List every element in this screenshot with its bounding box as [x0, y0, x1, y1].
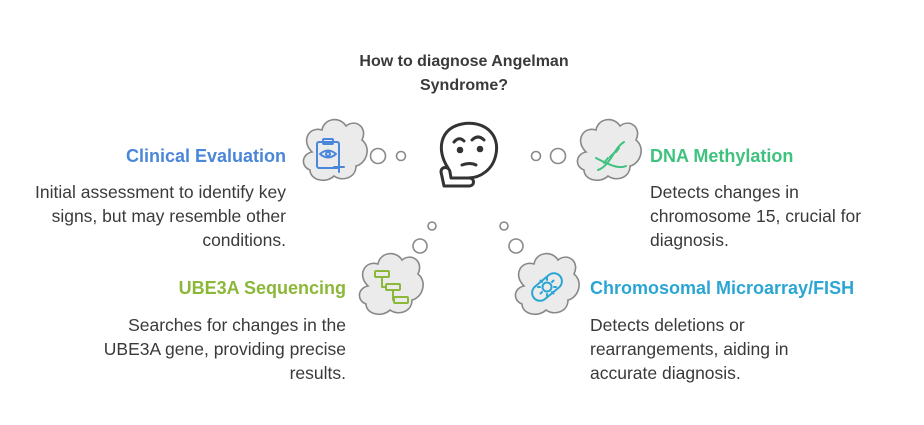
description-chromosomal-microarray-fish: Detects deletions or rearrangements, aid… — [590, 315, 789, 383]
thinking-face-icon — [439, 121, 499, 188]
heading-clinical-evaluation: Clinical Evaluation — [125, 146, 286, 166]
cloud-ube3a — [358, 252, 424, 316]
thought-dot — [427, 221, 437, 231]
cloud-dna — [576, 118, 642, 182]
cloud-clinical — [302, 118, 368, 182]
thought-dot — [549, 147, 567, 165]
flowchart-icon — [374, 270, 409, 304]
heading-dna-methylation: DNA Methylation — [650, 146, 794, 166]
heading-ube3a-sequencing: UBE3A Sequencing — [178, 278, 346, 298]
thought-dot — [530, 150, 542, 162]
description-dna-methylation: Detects changes in chromosome 15, crucia… — [650, 182, 862, 250]
thought-dot — [508, 238, 524, 254]
thought-dot — [499, 221, 509, 231]
description-clinical-evaluation: Initial assessment to identify key signs… — [35, 182, 286, 250]
clipboard-eye-icon — [316, 138, 345, 173]
thought-dot — [369, 147, 387, 165]
diagram-title: How to diagnose Angelman Syndrome? — [359, 53, 569, 94]
thought-dot — [395, 150, 407, 162]
heading-chromosomal-microarray-fish: Chromosomal Microarray/FISH — [590, 278, 855, 298]
description-ube3a-sequencing: Searches for changes in the UBE3A gene, … — [103, 315, 346, 383]
capsule-microbe-icon — [531, 272, 563, 302]
cloud-microarray — [514, 252, 580, 316]
thought-dot — [412, 238, 428, 254]
dna-helix-icon — [595, 141, 627, 171]
